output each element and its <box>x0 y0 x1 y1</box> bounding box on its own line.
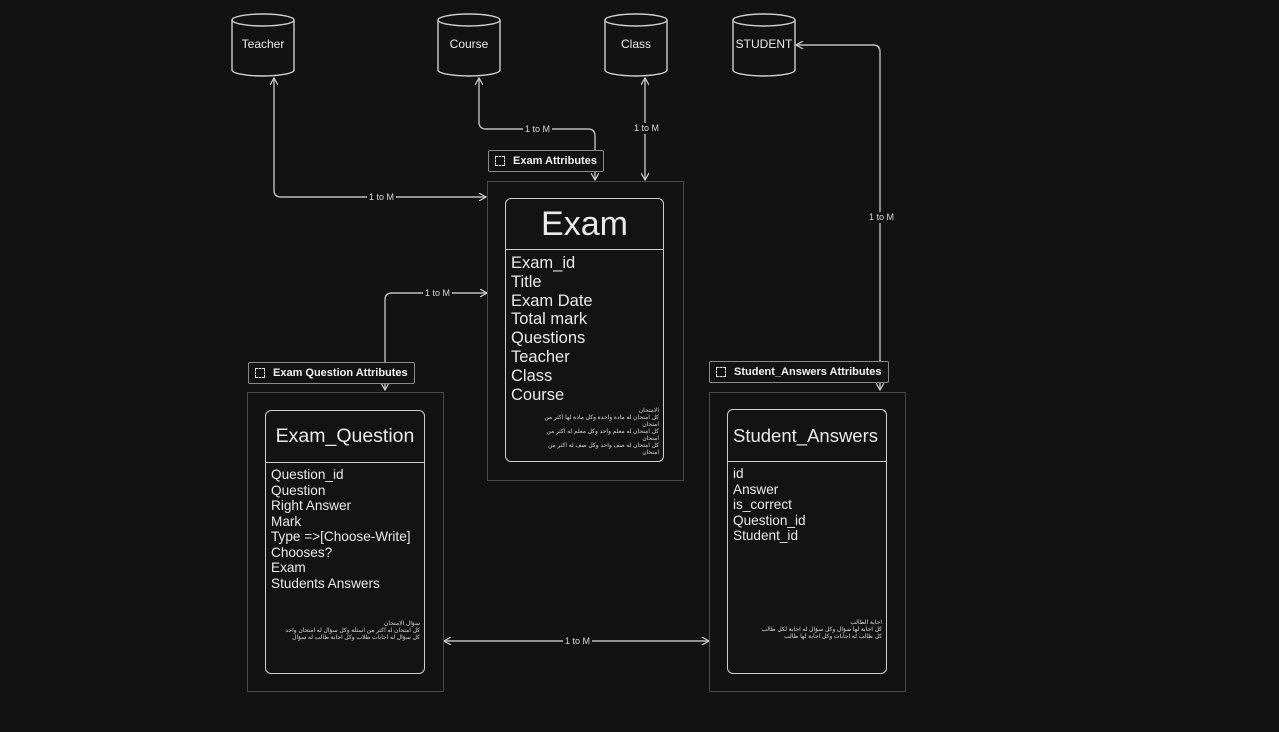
exam-question-entity-title: Exam_Question <box>266 411 424 463</box>
exam-question-entity-card[interactable]: Exam_Question Question_id Question Right… <box>265 410 425 674</box>
database-icon <box>604 13 668 77</box>
exam-question-field-list: Question_id Question Right Answer Mark T… <box>266 463 424 595</box>
exam-question-frame-tag[interactable]: Exam Question Attributes <box>248 362 415 384</box>
exam-field-list: Exam_id Title Exam Date Total mark Quest… <box>506 250 663 408</box>
database-label-teacher: Teacher <box>241 37 285 51</box>
student-answers-field-list: id Answer is_correct Question_id Student… <box>728 462 886 548</box>
exam-entity-card[interactable]: Exam Exam_id Title Exam Date Total mark … <box>505 198 664 462</box>
student-answers-note: اجابة الطالب كل اجابة لها سؤال وكل سؤال … <box>761 620 882 640</box>
student-answers-field: Answer <box>733 481 779 497</box>
exam-frame-label: Exam Attributes <box>513 155 597 167</box>
student-answers-frame-label: Student_Answers Attributes <box>734 366 882 378</box>
database-label-class: Class <box>620 37 651 51</box>
exam-field: Questions <box>511 329 586 348</box>
exam-question-field: Exam <box>271 560 306 575</box>
exam-note: الامتحان كل امتحان له مادة واحدة وكل ماد… <box>544 408 659 456</box>
database-label-student: STUDENT <box>735 37 793 51</box>
student-answers-entity-title: Student_Answers <box>728 410 886 462</box>
frame-icon <box>255 368 265 378</box>
exam-field: Total mark <box>511 310 588 329</box>
question-exam-connector[interactable] <box>385 293 487 390</box>
exam-question-field: Question <box>271 482 326 498</box>
database-label-course: Course <box>449 37 489 51</box>
exam-entity-title: Exam <box>506 199 663 250</box>
exam-question-frame[interactable] <box>247 392 444 692</box>
relation-label-course-exam: 1 to M <box>523 124 553 135</box>
exam-question-frame-label: Exam Question Attributes <box>273 367 408 379</box>
teacher-exam-connector[interactable] <box>274 78 486 197</box>
student-answers-frame-tag[interactable]: Student_Answers Attributes <box>709 361 889 383</box>
exam-field: Title <box>511 272 542 291</box>
exam-question-field: Right Answer <box>271 498 352 513</box>
exam-question-field: Type =>[Choose-Write] <box>271 529 411 544</box>
exam-question-field: Question_id <box>271 467 344 482</box>
student-answers-field: id <box>733 466 744 481</box>
student-answers-field: Question_id <box>733 512 806 528</box>
teacher-database[interactable]: Teacher <box>231 13 295 77</box>
exam-question-note: سؤال الامتحان كل امتحان له اكثر من اسئلة… <box>285 621 420 641</box>
student-answers-connector[interactable] <box>796 45 880 390</box>
exam-field: Class <box>511 366 553 385</box>
student-database[interactable]: STUDENT <box>732 13 796 77</box>
exam-frame[interactable] <box>487 181 684 481</box>
student-answers-entity-card[interactable]: Student_Answers id Answer is_correct Que… <box>727 409 887 674</box>
exam-field: Teacher <box>511 347 570 366</box>
student-answers-field: is_correct <box>733 497 792 512</box>
relation-label-question-answers: 1 to M <box>563 636 593 647</box>
relation-label-teacher-exam: 1 to M <box>367 192 397 203</box>
class-database[interactable]: Class <box>604 13 668 77</box>
exam-field: Exam_id <box>511 254 576 272</box>
frame-icon <box>716 367 726 377</box>
frame-icon <box>495 156 505 166</box>
student-answers-field: Student_id <box>733 528 799 543</box>
database-icon <box>732 13 796 77</box>
exam-frame-tag[interactable]: Exam Attributes <box>488 150 604 172</box>
course-database[interactable]: Course <box>437 13 501 77</box>
student-answers-frame[interactable] <box>709 392 906 692</box>
exam-question-field: Chooses? <box>271 544 333 560</box>
exam-field: Course <box>511 385 565 404</box>
relation-label-student-answers: 1 to M <box>867 212 897 223</box>
exam-field: Exam Date <box>511 291 593 310</box>
exam-question-field: Students Answers <box>271 575 380 591</box>
database-icon <box>437 13 501 77</box>
database-icon <box>231 13 295 77</box>
relation-label-class-exam: 1 to M <box>632 123 662 134</box>
exam-question-field: Mark <box>271 513 302 529</box>
relation-label-question-exam: 1 to M <box>423 288 453 299</box>
